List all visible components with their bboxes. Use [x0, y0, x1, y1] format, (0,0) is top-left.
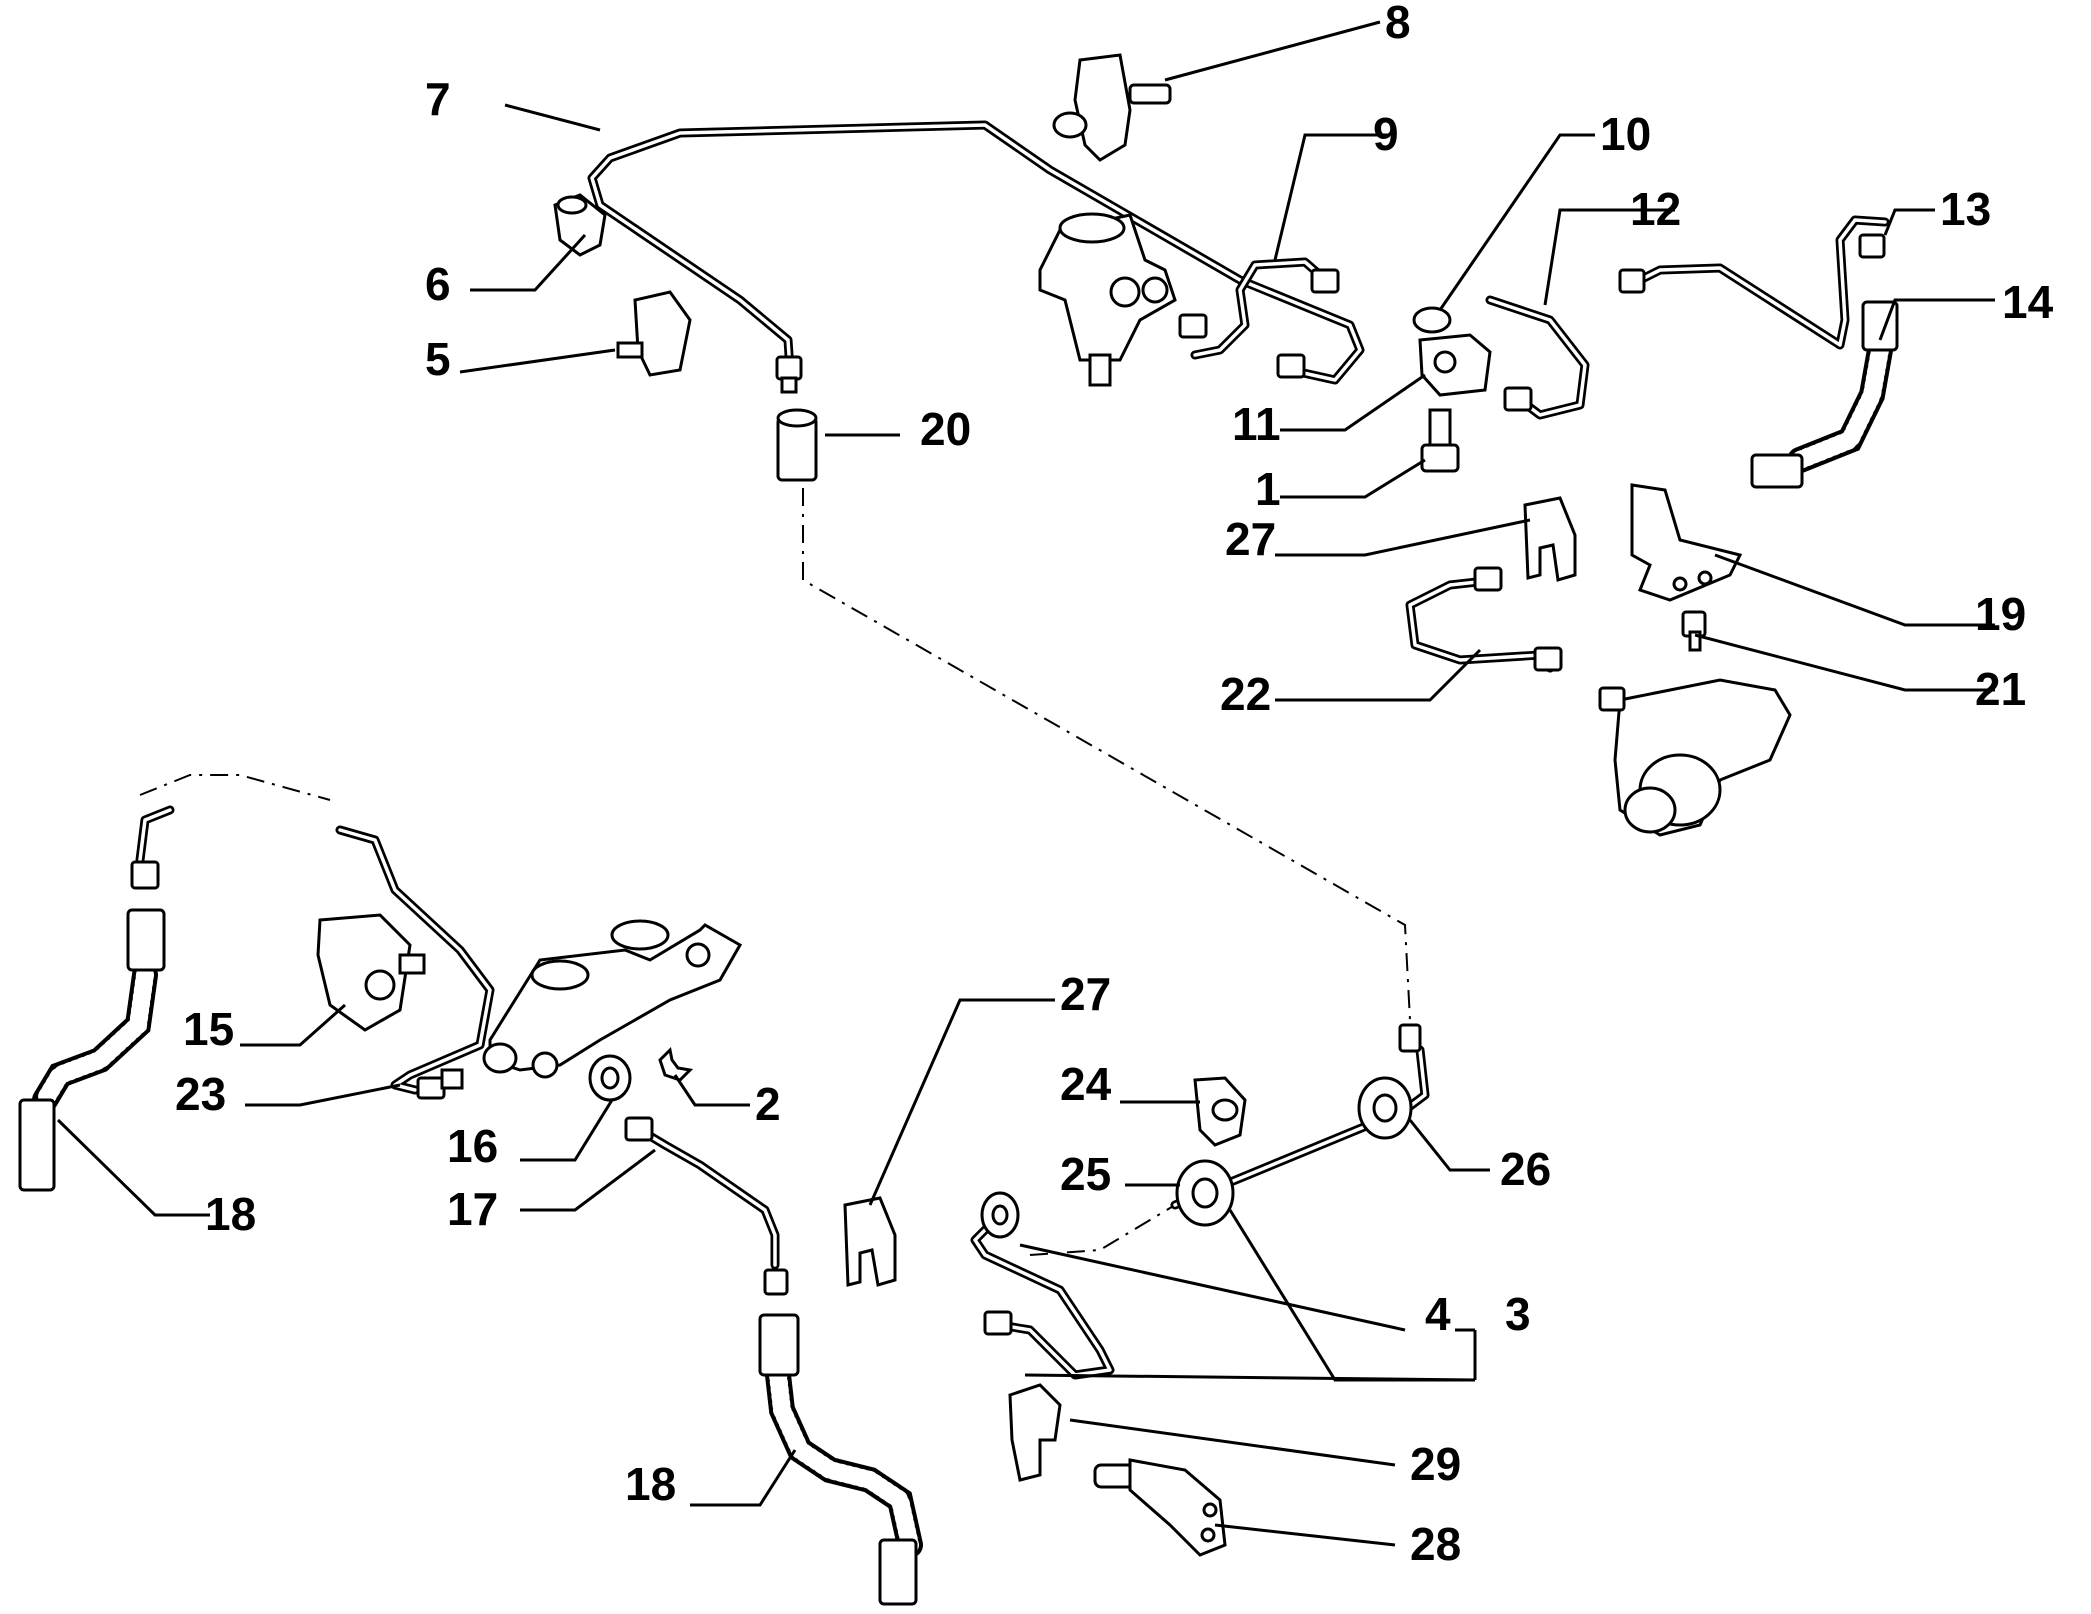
- leader-lines: [56, 20, 1995, 1547]
- callout-10: 10: [1600, 108, 1651, 160]
- callout-2: 2: [755, 1078, 781, 1130]
- callout-29: 29: [1410, 1438, 1461, 1490]
- hose-18-bottom: [758, 1313, 923, 1606]
- clip-6: [553, 193, 607, 257]
- callout-24: 24: [1060, 1058, 1112, 1110]
- callout-6: 6: [425, 258, 451, 310]
- screw-21: [1681, 610, 1707, 652]
- master-cylinder: [482, 919, 743, 1079]
- clip-29: [1008, 1383, 1062, 1482]
- connection-dashed-lines: [139, 488, 1411, 1256]
- callout-9: 9: [1373, 108, 1399, 160]
- union-fitting-11: [1412, 306, 1492, 473]
- wheel-cylinder: [1598, 678, 1792, 837]
- callout-28: 28: [1410, 1518, 1461, 1570]
- grommet-left: [980, 1191, 1020, 1239]
- bracket-28: [1093, 1458, 1227, 1557]
- pipe-9: [1178, 257, 1340, 379]
- union-nut-20: [776, 408, 818, 482]
- bracket-27-top: [1523, 496, 1577, 582]
- callout-19: 19: [1975, 588, 2026, 640]
- pipe-13: [1618, 215, 1890, 350]
- grommet-26: [1357, 1076, 1413, 1140]
- callout-8: 8: [1385, 0, 1411, 48]
- callout-4: 4: [1425, 1288, 1451, 1340]
- callout-25: 25: [1060, 1148, 1111, 1200]
- pipe-23: [335, 825, 495, 1100]
- callout-20: 20: [920, 403, 971, 455]
- callout-14: 14: [2002, 276, 2054, 328]
- callout-15: 15: [183, 1003, 234, 1055]
- callout-labels: 8 7 9 10 12 13 14 6 5 20 11 1 27 19 22 2…: [175, 0, 2054, 1570]
- callout-17: 17: [447, 1183, 498, 1235]
- callout-21: 21: [1975, 663, 2026, 715]
- clip-8: [1052, 53, 1172, 162]
- seal-16: [588, 1054, 632, 1102]
- pipe-22: [1405, 566, 1563, 673]
- callout-5: 5: [425, 333, 451, 385]
- callout-27-top: 27: [1225, 513, 1276, 565]
- pipe-17: [624, 1116, 789, 1296]
- pipe-left-top: [130, 805, 175, 890]
- pipe-7: [587, 120, 1365, 394]
- clip-24: [1193, 1076, 1247, 1147]
- callout-13: 13: [1940, 183, 1991, 235]
- callout-22: 22: [1220, 668, 1271, 720]
- callout-18-bottom: 18: [625, 1458, 676, 1510]
- pipe-12: [1485, 295, 1590, 420]
- callout-16: 16: [447, 1120, 498, 1172]
- callout-7: 7: [425, 73, 451, 125]
- callout-11: 11: [1232, 398, 1281, 450]
- clip-5: [616, 290, 692, 377]
- bracket-19: [1630, 483, 1743, 602]
- clip-2: [658, 1046, 694, 1082]
- grommet-25: [1175, 1159, 1235, 1227]
- clip-15: [316, 913, 426, 1032]
- callout-1: 1: [1255, 463, 1281, 515]
- pipe-4: [1170, 1023, 1430, 1210]
- brake-pressure-regulator: [1038, 212, 1177, 387]
- callout-27-bottom: 27: [1060, 968, 1111, 1020]
- hose-18-left: [18, 908, 166, 1192]
- callout-26: 26: [1500, 1143, 1551, 1195]
- callout-3: 3: [1505, 1288, 1531, 1340]
- bracket-27-bottom: [843, 1196, 897, 1287]
- pipe-3: [970, 1210, 1115, 1380]
- callout-23: 23: [175, 1068, 226, 1120]
- callout-18-left: 18: [205, 1188, 256, 1240]
- callout-12: 12: [1630, 183, 1681, 235]
